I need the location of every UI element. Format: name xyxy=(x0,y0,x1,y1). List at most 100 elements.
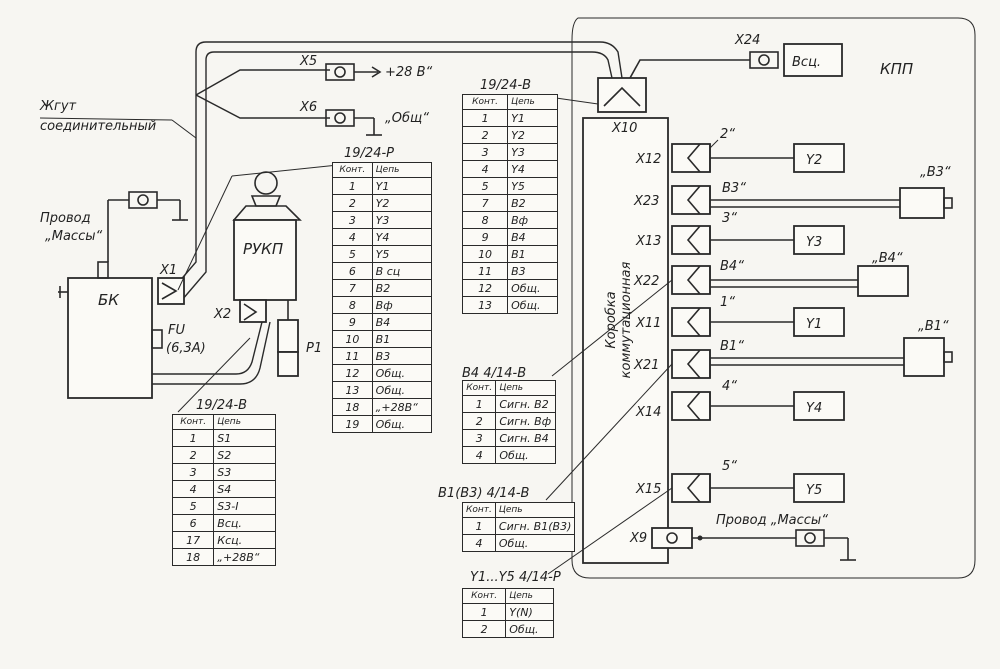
header-contact: Конт. xyxy=(171,414,215,430)
svg-text:X22: X22 xyxy=(633,274,659,289)
contact-cell: 4 xyxy=(461,446,497,464)
circuit-cell: Общ. xyxy=(494,534,576,552)
circuit-cell: В1 xyxy=(507,245,558,263)
table-header-row: Конт.Цепь xyxy=(462,502,576,518)
svg-text:Всц.: Всц. xyxy=(792,55,821,70)
circuit-cell: Y2 xyxy=(371,194,433,212)
circuit-cell: В сц xyxy=(371,262,433,280)
circuit-cell: Y1 xyxy=(507,109,558,127)
circuit-cell: В3 xyxy=(371,347,433,365)
circuit-cell: Y5 xyxy=(371,245,433,263)
bk-unit xyxy=(67,277,153,399)
svg-text:„В4“: „В4“ xyxy=(872,251,903,266)
svg-text:+28 В“: +28 В“ xyxy=(385,65,432,80)
contact-cell: 10 xyxy=(461,245,509,263)
circuit-cell: Сигн. В2 xyxy=(495,395,556,413)
contact-cell: 18 xyxy=(171,548,215,566)
svg-text:3“: 3“ xyxy=(722,211,737,226)
contact-cell: 4 xyxy=(462,534,496,552)
circuit-cell: „+28В“ xyxy=(371,398,433,416)
svg-text:X21: X21 xyxy=(633,358,659,373)
plug-x23 xyxy=(671,185,711,215)
circuit-cell: Вф xyxy=(507,211,558,229)
table-header-row: Конт.Цепь xyxy=(332,162,433,178)
plug-x12 xyxy=(671,143,711,173)
svg-text:X1: X1 xyxy=(159,263,177,278)
contact-cell: 4 xyxy=(171,480,215,498)
header-circuit: Цепь xyxy=(213,414,276,430)
circuit-cell: Общ. xyxy=(507,296,558,314)
circuit-cell: В2 xyxy=(371,279,433,297)
circuit-cell: Вф xyxy=(371,296,433,314)
x10-connector xyxy=(597,77,647,113)
circuit-cell: S3-I xyxy=(213,497,276,515)
circuit-cell: Y2 xyxy=(507,126,558,144)
plug-x11 xyxy=(671,307,711,337)
svg-text:„Массы“: „Массы“ xyxy=(45,229,102,244)
circuit-cell: „+28В“ xyxy=(213,548,276,566)
contact-cell: 1 xyxy=(461,109,509,127)
contact-cell: 12 xyxy=(461,279,509,297)
circuit-cell: В4 xyxy=(507,228,558,246)
circuit-cell: S2 xyxy=(213,446,276,464)
svg-text:БК: БК xyxy=(98,291,120,309)
contact-cell: 3 xyxy=(461,429,497,447)
kpp-outline xyxy=(571,17,976,579)
circuit-cell: Y4 xyxy=(371,228,433,246)
svg-text:Провод „Массы“: Провод „Массы“ xyxy=(716,513,828,528)
svg-text:X23: X23 xyxy=(633,194,659,209)
svg-text:X13: X13 xyxy=(635,234,661,249)
svg-text:Y3: Y3 xyxy=(806,235,822,250)
plug-x21 xyxy=(671,349,711,379)
svg-text:5“: 5“ xyxy=(722,459,737,474)
contact-cell: 6 xyxy=(332,262,373,280)
svg-text:X6: X6 xyxy=(299,100,317,115)
circuit-cell: Y3 xyxy=(507,143,558,161)
circuit-cell: Y3 xyxy=(371,211,433,229)
svg-text:X10: X10 xyxy=(611,121,637,136)
circuit-cell: Сигн. В4 xyxy=(495,429,556,447)
circuit-cell: Общ. xyxy=(505,620,554,638)
switch-box-label: Коробка xyxy=(604,291,619,348)
svg-text:Y1: Y1 xyxy=(806,317,822,332)
contact-cell: 17 xyxy=(171,531,215,549)
svg-text:В4“: В4“ xyxy=(720,259,744,274)
contact-cell: 1 xyxy=(171,429,215,447)
plug-x14 xyxy=(671,391,711,421)
circuit-cell: S4 xyxy=(213,480,276,498)
table-y-title: Y1...Y5 4/14-Р xyxy=(470,570,561,585)
circuit-cell: Общ. xyxy=(371,381,433,399)
table-row: 18„+28В“ xyxy=(171,548,276,566)
svg-text:4“: 4“ xyxy=(722,379,737,394)
table-header-row: Конт.Цепь xyxy=(171,414,276,430)
contact-cell: 6 xyxy=(171,514,215,532)
table-b1-title: В1(В3) 4/14-В xyxy=(438,486,530,501)
header-circuit: Цепь xyxy=(371,162,433,178)
circuit-cell: Y1 xyxy=(371,177,433,195)
header-circuit: Цепь xyxy=(495,380,556,396)
contact-cell: 8 xyxy=(332,296,373,314)
